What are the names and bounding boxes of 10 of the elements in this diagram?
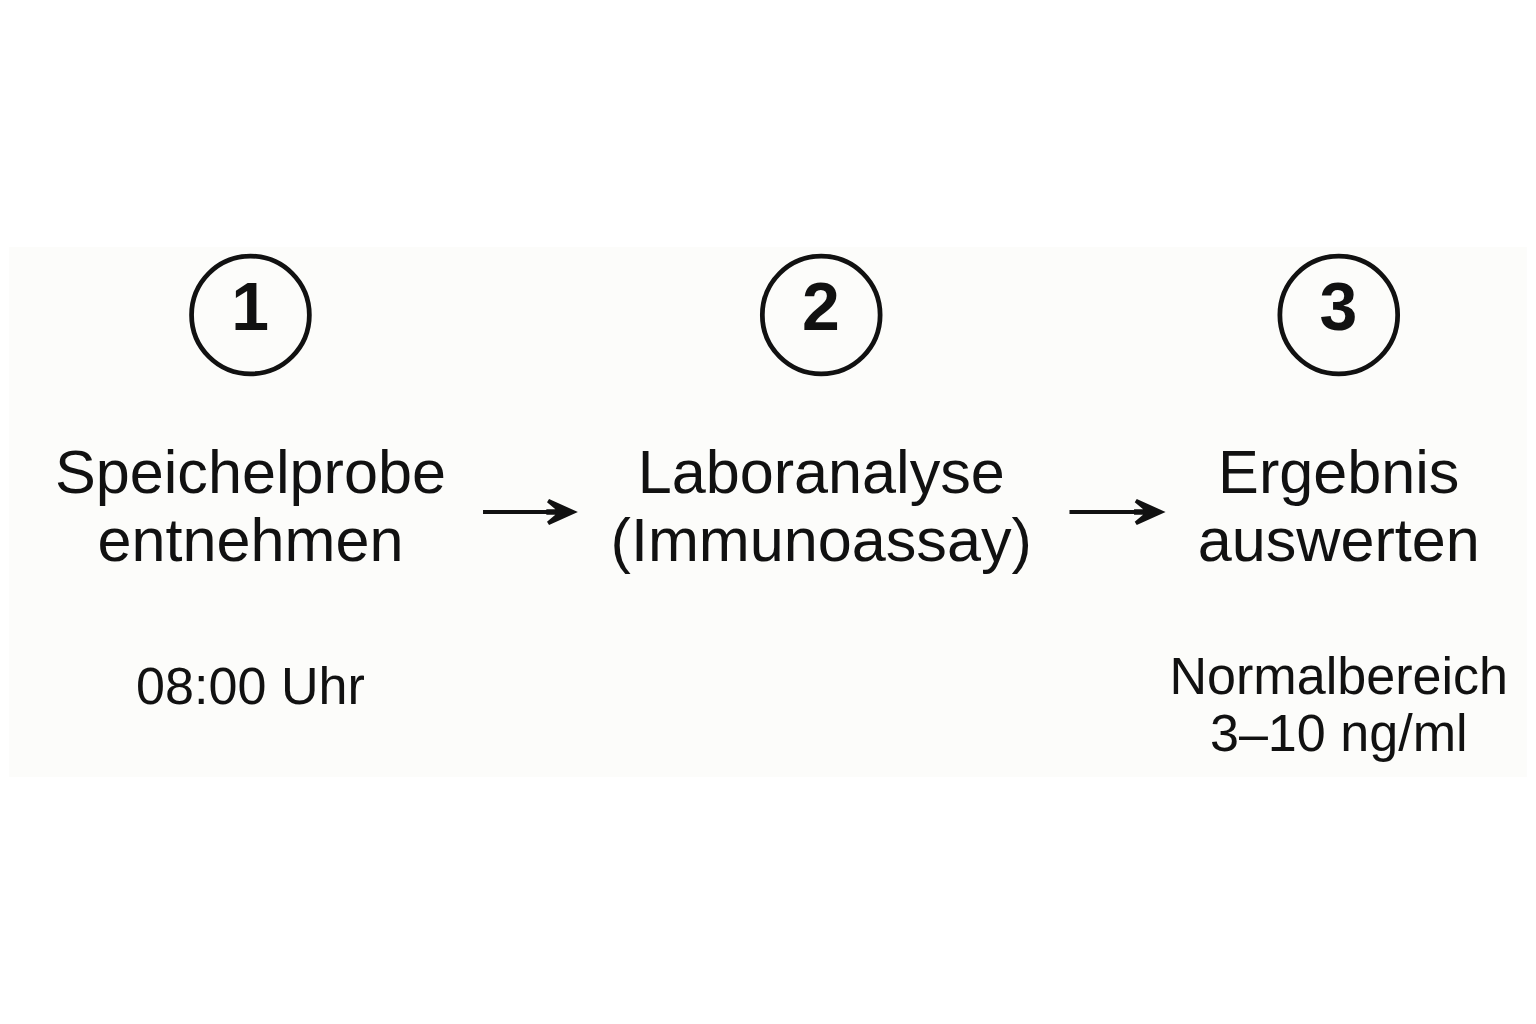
node-circle: 3 [1277,253,1401,377]
node-text: Laboranalyse (Immunoassay) [610,437,1032,574]
node-text: Speichelprobe entnehmen [55,437,446,574]
node-circle: 2 [759,253,883,377]
node-text: Ergebnis auswerten [1197,437,1480,574]
node-label: 08:00 Uhr [136,657,365,716]
arrow [1069,498,1163,526]
arrow [483,498,576,526]
node-label: Normalbereich 3–10 ng/ml [1169,647,1509,762]
node-circle: 1 [189,253,312,377]
